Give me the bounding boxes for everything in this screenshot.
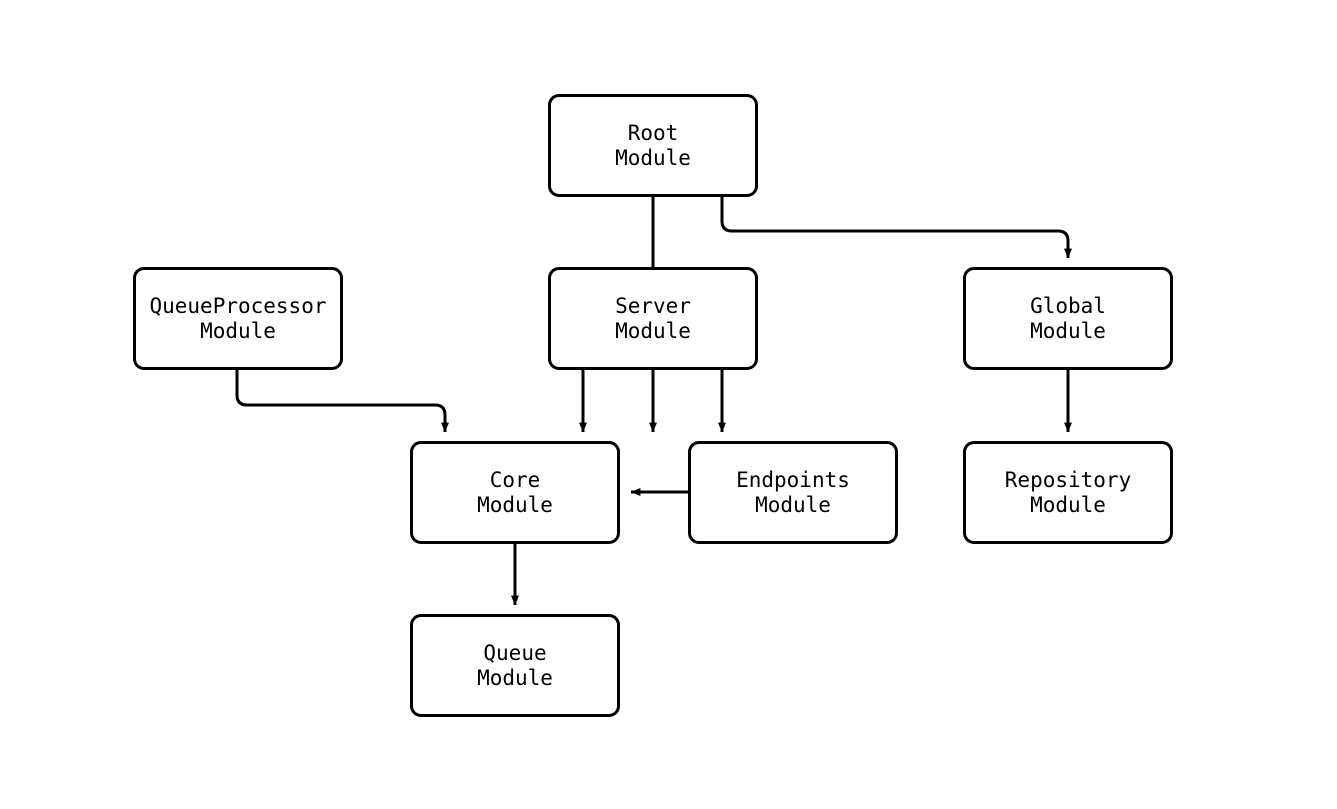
edge-queueprocessor-to-core <box>235 370 449 433</box>
node-label-primary: Queue <box>483 640 547 665</box>
node-label-primary: Root <box>627 120 679 145</box>
node-label-secondary: Module <box>1030 492 1106 517</box>
node-label-primary: Global <box>1030 293 1106 318</box>
node-label-primary: Core <box>489 467 541 492</box>
node-label-secondary: Module <box>200 318 276 343</box>
edge-group <box>235 197 1072 606</box>
node-label-secondary: Module <box>477 492 553 517</box>
node-label-primary: Endpoints <box>736 467 850 492</box>
edge-root-to-global <box>720 197 1072 259</box>
node-label-secondary: Module <box>755 492 831 517</box>
node-label-primary: QueueProcessor <box>149 293 327 318</box>
node-label-secondary: Module <box>615 318 691 343</box>
node-label-secondary: Module <box>615 145 691 170</box>
node-label-secondary: Module <box>477 665 553 690</box>
node-label-primary: Repository <box>1004 467 1132 492</box>
node-label-secondary: Module <box>1030 318 1106 343</box>
node-label-primary: Server <box>615 293 691 318</box>
